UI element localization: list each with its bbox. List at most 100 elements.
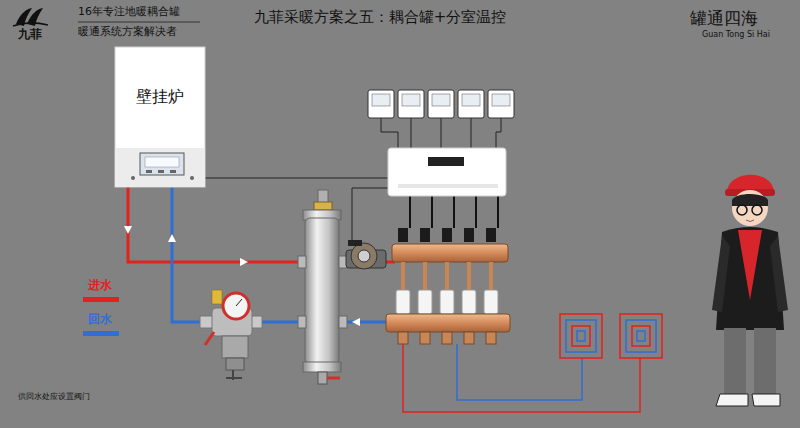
logo-mark <box>13 8 48 26</box>
boiler-box: 壁挂炉 <box>115 47 205 187</box>
flow-arrow <box>124 226 132 234</box>
filter-valve <box>223 293 249 319</box>
floor-heating-pipe <box>620 314 662 358</box>
boiler <box>170 170 176 173</box>
control-wire <box>411 118 412 148</box>
filter-valve <box>200 290 262 380</box>
boiler <box>145 157 179 167</box>
floor-heating-pipe <box>577 331 585 341</box>
manifold <box>442 332 452 344</box>
diagram-title: 九菲采暖方案之五：耦合罐+分室温控 <box>254 8 507 26</box>
text-label: 16年专注地暖耦合罐 <box>78 5 180 18</box>
actuator-wire <box>410 196 498 228</box>
filter-valve <box>222 336 248 358</box>
circulation-pump <box>348 240 362 246</box>
manifold <box>467 262 471 292</box>
text-label: Guan Tong Si Hai <box>702 30 770 40</box>
floor-heating-pipe <box>457 344 582 400</box>
manifold <box>392 244 508 262</box>
manifold <box>462 290 476 314</box>
manifold <box>464 332 474 344</box>
floor-heating-pipe <box>626 320 656 352</box>
coupling-tank <box>339 316 347 328</box>
coupling-tank <box>327 377 340 380</box>
flow-arrow <box>168 234 176 242</box>
actuator-wire <box>475 196 477 228</box>
manifold <box>486 332 496 344</box>
boiler <box>140 153 184 175</box>
thermostat <box>458 90 484 118</box>
actuator-wire <box>453 196 455 228</box>
actuator-wire <box>409 196 411 228</box>
manifold <box>440 290 454 314</box>
legend-text: 进水 <box>88 278 112 292</box>
flow-arrow <box>352 318 360 326</box>
thermostat <box>402 94 420 106</box>
manifold <box>398 228 408 242</box>
boiler <box>158 170 164 173</box>
manifold <box>489 262 493 292</box>
legend-text: 回水 <box>88 312 112 326</box>
control-wire <box>471 118 472 148</box>
supply-pipe <box>128 187 305 262</box>
cartoon-character <box>732 190 768 226</box>
manifold <box>423 262 427 292</box>
manifold <box>420 332 430 344</box>
cartoon-character <box>737 205 747 215</box>
floor-heating-pipe <box>403 344 640 412</box>
control-wire <box>496 118 501 148</box>
thermostat <box>398 90 424 118</box>
floor-heating-pipe <box>637 331 645 341</box>
cartoon-character <box>754 328 776 394</box>
filter-valve <box>205 332 214 345</box>
cartoon-character <box>746 220 754 222</box>
filter-valve <box>236 299 242 306</box>
manifold <box>484 290 498 314</box>
text-label: 罐通四海 <box>690 8 758 28</box>
cartoon-character <box>752 394 780 406</box>
floor-heating-pipe <box>560 314 602 358</box>
boiler <box>131 176 135 180</box>
cartoon-character <box>716 394 748 406</box>
manifold <box>401 262 405 292</box>
coupling-tank <box>305 218 339 364</box>
boiler <box>115 47 205 187</box>
manifold <box>486 228 496 242</box>
control-wire <box>205 178 388 179</box>
cartoon-character <box>724 328 746 394</box>
cartoon-character <box>738 230 762 300</box>
cartoon-character <box>712 236 730 312</box>
manifold <box>386 228 510 344</box>
legend-swatch <box>83 297 119 302</box>
thermostat <box>488 90 514 118</box>
node-label: 壁挂炉 <box>136 87 184 106</box>
circulation-pump <box>358 250 370 262</box>
manifold <box>398 332 408 344</box>
control-box <box>428 157 464 166</box>
return-pipe <box>172 187 395 322</box>
cartoon-character <box>712 175 788 406</box>
control-box <box>388 148 506 196</box>
text-label: 供回水处应设置阀门 <box>18 392 90 402</box>
manifold <box>418 290 432 314</box>
manifold <box>442 228 452 242</box>
thermostat <box>368 90 514 118</box>
manifold <box>396 290 410 314</box>
return-pipe <box>172 187 305 322</box>
boiler <box>115 148 205 187</box>
thermostat <box>368 90 394 118</box>
circulation-pump <box>351 243 377 269</box>
cartoon-character <box>752 205 762 215</box>
thermostat <box>372 94 390 106</box>
control-box <box>398 184 498 188</box>
manifold <box>464 228 474 242</box>
thermostat <box>462 94 480 106</box>
manifold <box>445 262 449 292</box>
control-wire <box>441 118 442 148</box>
floor-heating-pipe <box>632 326 650 346</box>
control-wire <box>381 118 398 148</box>
thermostat <box>492 94 510 106</box>
cartoon-character <box>732 194 768 206</box>
filter-valve <box>226 370 242 380</box>
